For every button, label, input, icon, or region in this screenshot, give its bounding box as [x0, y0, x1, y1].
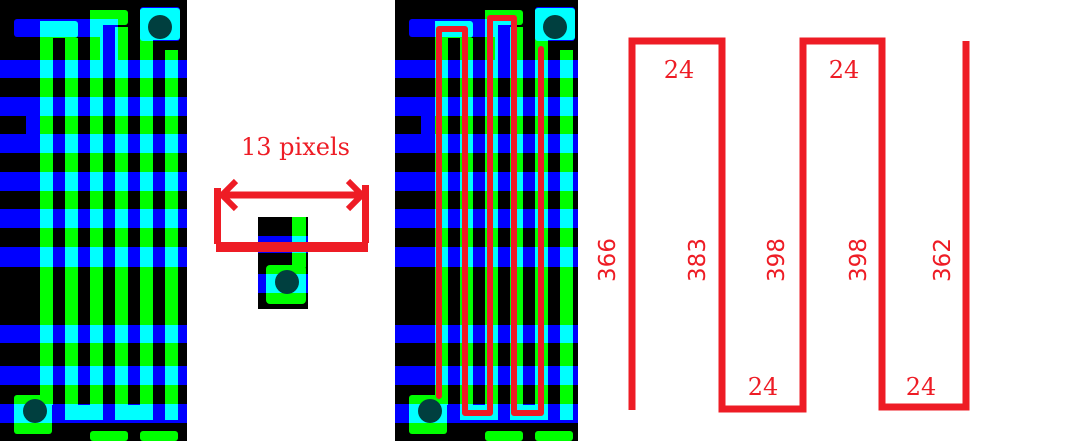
green-pad [485, 431, 523, 441]
segment-width-label: 24 [905, 373, 937, 401]
segment-length-label: 383 [685, 238, 711, 282]
green-bridge [65, 405, 103, 420]
green-pad [535, 431, 573, 441]
green-pad [90, 431, 128, 441]
segment-length-label: 366 [595, 238, 621, 282]
bracket-left [214, 188, 221, 244]
arrow-head-left-icon [217, 178, 239, 212]
via-icon [275, 270, 299, 294]
arrow-head-right-icon [345, 178, 367, 212]
blue-track [495, 19, 513, 77]
blue-track [421, 97, 435, 153]
via-icon [23, 399, 47, 423]
green-trace [165, 50, 178, 420]
green-trace [40, 21, 53, 405]
segment-width-label: 24 [663, 56, 695, 84]
green-trace [65, 38, 78, 420]
segment-length-label: 362 [930, 238, 956, 282]
green-trace [140, 10, 153, 420]
via-icon [148, 15, 172, 39]
segment-width-label: 24 [828, 56, 860, 84]
green-trace [115, 27, 128, 420]
bracket-right [362, 185, 369, 243]
serpentine-outline [628, 37, 970, 413]
green-bridge [115, 405, 153, 420]
segment-length-label: 398 [764, 238, 790, 282]
via-icon [418, 399, 442, 423]
green-trace [560, 50, 573, 420]
pitch-label: 13 pixels [241, 133, 350, 161]
blue-track [26, 97, 40, 153]
bracket-base [216, 242, 368, 252]
segment-width-label: 24 [747, 373, 779, 401]
green-bridge [40, 21, 78, 38]
green-trace [90, 10, 103, 420]
segment-length-label: 398 [846, 238, 872, 282]
green-bridge [90, 10, 128, 25]
red-trace [436, 15, 544, 416]
green-pad [140, 431, 178, 441]
via-icon [543, 15, 567, 39]
blue-track [100, 19, 118, 77]
